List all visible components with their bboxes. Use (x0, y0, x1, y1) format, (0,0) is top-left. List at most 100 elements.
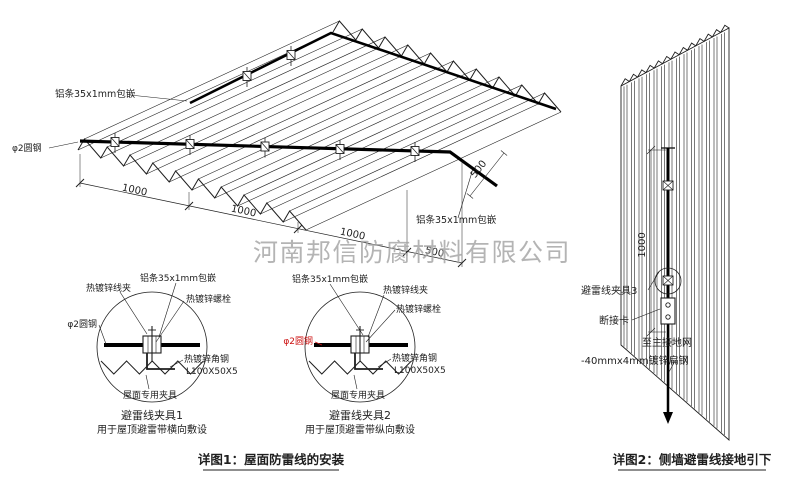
clamp-hatch-line (410, 146, 420, 156)
detail-2-angle-steel (354, 353, 383, 370)
figure-captions: 详图1：屋面防雷线的安装 详图2：侧墙避雷线接地引下 (198, 452, 772, 471)
detail-1-angle-steel (146, 353, 175, 370)
label-round-steel-1: φ2圆钢 (67, 318, 97, 330)
dim-span-2: 1000 (230, 204, 257, 220)
leader (367, 294, 385, 338)
label-round-steel-2: φ2圆钢 (283, 335, 313, 347)
leader (329, 283, 364, 336)
label-round-steel-main: φ2圆钢 (12, 142, 42, 154)
clamp-detail-indicator-circle (654, 267, 682, 295)
label-roof-clamp-2: 屋面专用夹具 (331, 389, 385, 401)
disconnect-card (660, 297, 676, 325)
label-strip-2: 铝条35x1mm包嵌 (292, 273, 368, 285)
label-angle-steel-1: 热镀锌角钢 (184, 353, 229, 365)
corrugation-ridge-line (221, 68, 477, 188)
dim-tick (500, 150, 508, 156)
corrugation-ridge-line (237, 87, 493, 207)
leader-disconnect (631, 308, 661, 321)
leader-strip-top (129, 94, 188, 102)
dim-tick (466, 193, 474, 199)
figure-2-caption: 详图2：侧墙避雷线接地引下 (613, 452, 772, 467)
dim-span-3: 1000 (339, 227, 366, 243)
leader-strip-right (457, 171, 473, 219)
dim-line (469, 152, 505, 197)
clamp-hatch-line (242, 71, 252, 81)
roof-profile-zigzag (100, 360, 204, 375)
corrugation-ridge-line (123, 47, 379, 167)
dim-span-1: 1000 (121, 183, 148, 199)
corrugation-ridge-line (191, 71, 448, 191)
label-strip-1: 铝条35x1mm包嵌 (140, 272, 216, 284)
leader-flat-steel (668, 360, 676, 373)
clamp-cross (662, 180, 674, 191)
label-roof-clamp-1: 屋面专用夹具 (123, 389, 177, 401)
dim-wall-height: 1000 (637, 232, 648, 257)
leader (365, 309, 396, 343)
detail-2-subtitle: 用于屋顶避雷带纵向敷设 (305, 423, 415, 436)
detail-2-roof-profile (308, 360, 412, 375)
detail-2-circle (304, 291, 416, 403)
dimension-offset-right: 500 (466, 150, 508, 199)
clamp-hatch-line (286, 50, 296, 60)
dim-tick (646, 327, 656, 337)
disconnect-bolt (665, 302, 671, 308)
label-angle-size-1: L100X50X5 (186, 367, 238, 377)
corrugation-ridge-line (146, 55, 402, 175)
corrugation-ridge-line (260, 95, 516, 215)
figure-1-caption: 详图1：屋面防雷线的安装 (198, 452, 345, 467)
clamp-hatch-line (260, 141, 270, 152)
label-bolt-2: 热镀锌螺栓 (396, 303, 441, 315)
roof-corrugation-lines (77, 20, 562, 231)
leader (155, 300, 185, 343)
detail-1-roof-profile (100, 360, 204, 375)
clamp-hatch-line (335, 144, 345, 154)
company-watermark: 河南邦信防腐材料有限公司 (253, 238, 571, 267)
corrugation-ridge-line (129, 36, 386, 156)
corrugation-ridge-line (305, 111, 562, 231)
clamp-cross (662, 275, 674, 286)
detail-circle-1: 热镀锌线夹 铝条35x1mm包嵌 热镀锌螺栓 φ2圆钢 热镀锌角钢 L100X5… (67, 272, 237, 436)
detail-2-title: 避雷线夹具2 (329, 408, 391, 422)
clamp-hatch-line (185, 139, 195, 149)
label-to-main-ground: 至主接地网 (642, 336, 692, 349)
label-aluminum-strip-right: 铝条35x1mm包嵌 (416, 214, 497, 226)
detail-1-title: 避雷线夹具1 (121, 408, 183, 422)
leader-clamp3 (647, 271, 660, 291)
detail-1-circle (96, 291, 208, 403)
leader-red (314, 341, 323, 346)
label-angle-size-2: L100X50X5 (394, 366, 446, 376)
dim-chain-line (79, 182, 463, 264)
corrugation-ridge-line (283, 103, 539, 223)
leader (158, 282, 177, 338)
wall-dimension: 1000 (637, 145, 666, 337)
corrugation-ridge-line (84, 20, 340, 140)
disconnect-bolt (665, 314, 671, 320)
ridge-lightning-wire (189, 31, 557, 111)
corrugation-ridge-line (100, 39, 356, 159)
leader (98, 324, 107, 345)
wire-clamp-marks (110, 46, 420, 162)
wall-elevation-view: 1000 避雷线夹具3 断接卡 至主接地网 -40mmx4mm镀锌扁钢 (581, 24, 730, 441)
grounding-arrow (663, 412, 673, 424)
corrugation-ridge-line (175, 52, 431, 172)
detail-1-subtitle: 用于屋顶避雷带横向敷设 (97, 423, 207, 436)
corrugation-ridge-line (169, 63, 425, 183)
leader-round-steel (48, 141, 79, 149)
label-clamp-3: 避雷线夹具3 (581, 284, 637, 297)
dim-span-4: 500 (424, 245, 445, 260)
cross-lightning-wire (79, 139, 498, 188)
corrugation-ridge-line (243, 76, 500, 196)
corrugation-ridge-line (266, 84, 522, 204)
leader (353, 374, 358, 390)
label-aluminum-strip-top: 铝条35x1mm包嵌 (55, 88, 136, 100)
leader (377, 358, 392, 368)
label-bolt-1: 热镀锌螺栓 (186, 293, 231, 305)
roof-profile-zigzag (308, 360, 412, 375)
corrugation-ridge-line (107, 28, 363, 148)
leader (169, 359, 184, 368)
corrugation-ridge-line (198, 60, 454, 180)
dim-tick (646, 145, 656, 155)
roof-isometric-view: 铝条35x1mm包嵌 φ2圆钢 铝条35x1mm包嵌 1000 1000 100… (12, 20, 562, 268)
label-wire-clip-2: 热镀锌线夹 (383, 284, 428, 296)
